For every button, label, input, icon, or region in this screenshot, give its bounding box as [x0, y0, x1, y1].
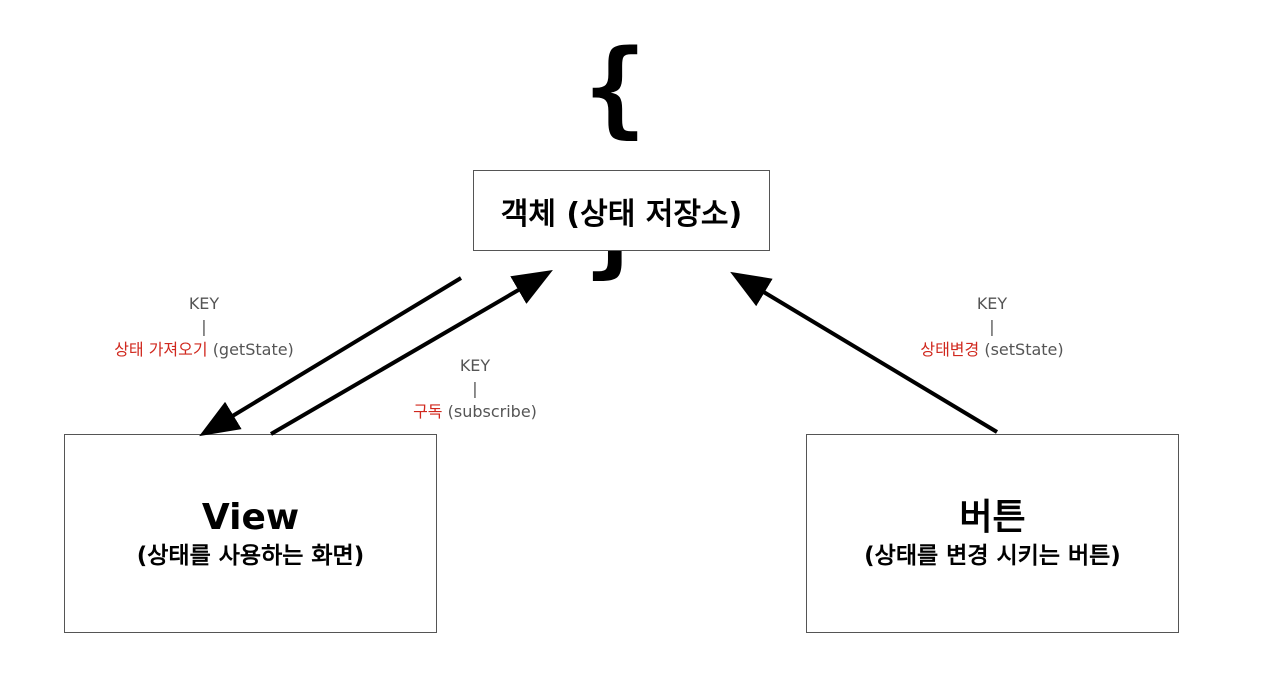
store-title: 객체 (상태 저장소) [500, 196, 743, 232]
view-title: View [201, 496, 300, 538]
view-node: View (상태를 사용하는 화면) [64, 434, 437, 633]
get-state-action: 상태 가져오기 [114, 340, 208, 359]
get-state-label: KEY | 상태 가져오기 (getState) [84, 292, 324, 362]
set-state-separator: | [989, 317, 995, 336]
subscribe-key: KEY [459, 356, 491, 375]
subscribe-method: (subscribe) [447, 402, 537, 421]
set-state-key: KEY [976, 294, 1008, 313]
get-state-key: KEY [188, 294, 220, 313]
button-node: 버튼 (상태를 변경 시키는 버튼) [806, 434, 1179, 633]
subscribe-label: KEY | 구독 (subscribe) [395, 354, 555, 424]
button-title: 버튼 [959, 496, 1026, 538]
store-node: 객체 (상태 저장소) [473, 170, 770, 251]
subscribe-action: 구독 [413, 402, 443, 421]
set-state-action: 상태변경 [920, 340, 980, 359]
curly-braces-icon: { } [583, 27, 657, 289]
get-state-method: (getState) [212, 340, 294, 359]
button-subtitle: (상태를 변경 시키는 버튼) [864, 542, 1121, 569]
set-state-method: (setState) [984, 340, 1064, 359]
get-state-separator: | [201, 317, 207, 336]
set-state-label: KEY | 상태변경 (setState) [892, 292, 1092, 362]
view-subtitle: (상태를 사용하는 화면) [136, 542, 365, 569]
subscribe-separator: | [472, 379, 478, 398]
